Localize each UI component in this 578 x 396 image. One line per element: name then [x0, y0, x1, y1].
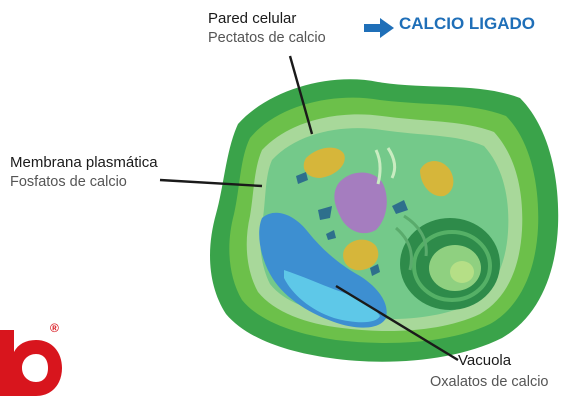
- arrow-shaft: [364, 24, 380, 32]
- arrow-head: [380, 18, 394, 38]
- wall-sub: Pectatos de calcio: [208, 30, 326, 47]
- logo-mark: [0, 330, 62, 396]
- vacuole-sub: Oxalatos de calcio: [430, 374, 548, 391]
- membrane-sub: Fosfatos de calcio: [10, 174, 127, 191]
- callout-calcio-ligado: CALCIO LIGADO: [399, 14, 535, 34]
- logo-registered-mark: ®: [50, 321, 59, 335]
- wall-title: Pared celular: [208, 10, 296, 28]
- vacuole-title: Vacuola: [458, 352, 511, 370]
- nucleolus: [450, 261, 474, 283]
- membrane-title: Membrana plasmática: [10, 154, 158, 172]
